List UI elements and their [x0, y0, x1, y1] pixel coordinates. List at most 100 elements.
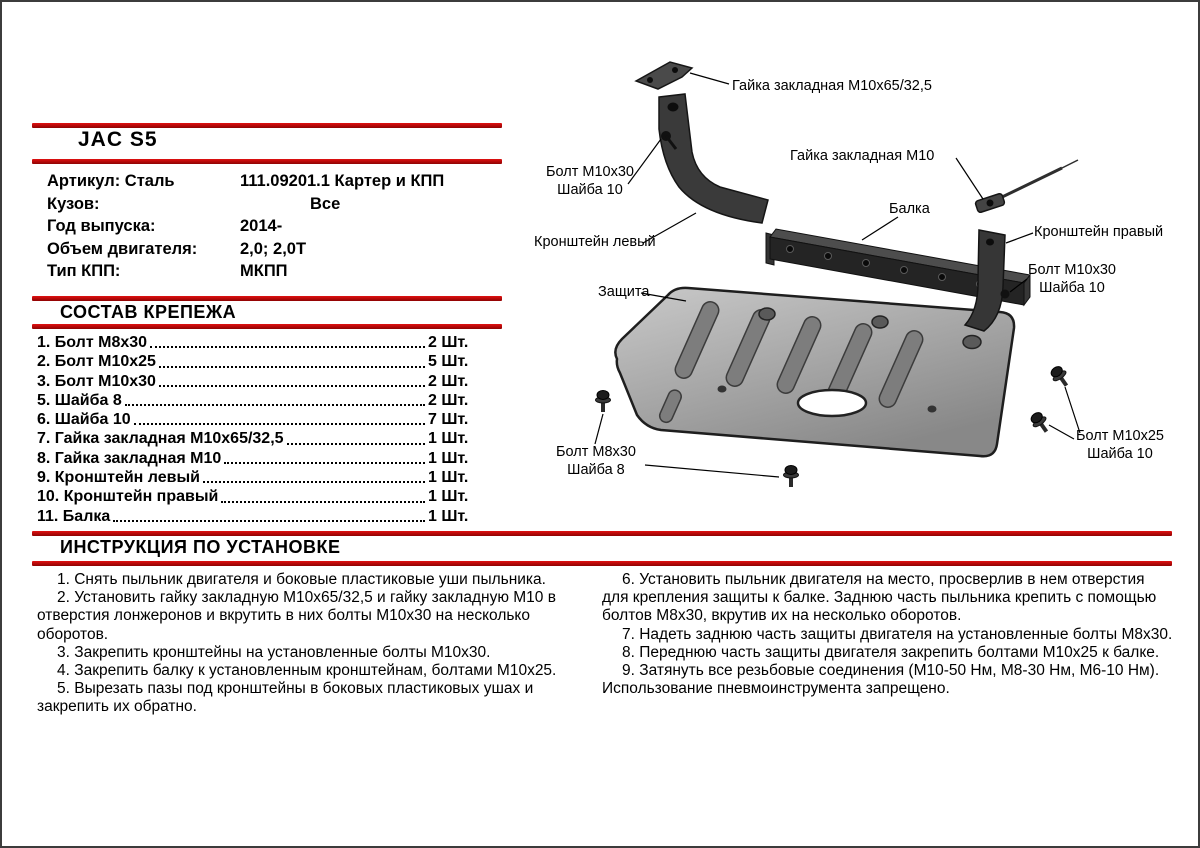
instruction-step: 4. Закрепить балку к установленным кронш…: [57, 662, 557, 680]
vehicle-specs: Артикул: Сталь 111.09201.1 Картер и КПП …: [47, 170, 502, 283]
spec-row: Тип КПП: МКПП: [47, 260, 502, 283]
dotted-leader: [202, 481, 425, 484]
part-qty: 2 Шт.: [428, 372, 469, 390]
callout-bolt-m10x30-right: Болт М10х30 Шайба 10: [1028, 262, 1116, 297]
part-name: 5. Шайба 8: [37, 391, 122, 409]
spec-value: 2,0; 2,0Т: [240, 239, 307, 258]
parts-list-row: 11. Балка 1 Шт.: [37, 507, 480, 526]
hardware-section-title: СОСТАВ КРЕПЕЖА: [60, 302, 237, 322]
install-top-bar: [32, 531, 1172, 536]
instruction-step: 5. Вырезать пазы под кронштейны в боковы…: [37, 680, 534, 716]
part-name: 8. Гайка закладная М10: [37, 449, 222, 467]
callout-bolt-m10x30-left: Болт М10х30 Шайба 10: [546, 164, 634, 199]
parts-list-row: 2. Болт М10х25 5 Шт.: [37, 352, 480, 371]
exploded-view-diagram: Гайка закладная М10х65/32,5 Гайка заклад…: [532, 37, 1198, 532]
dotted-leader: [221, 500, 425, 503]
spec-label: Тип КПП:: [47, 262, 121, 280]
parts-list-row: 5. Шайба 8 2 Шт.: [37, 391, 480, 410]
page-title: JAC S5: [78, 128, 158, 151]
instruction-step: 3. Закрепить кронштейны на установленные…: [57, 643, 491, 661]
part-name: 3. Болт М10х30: [37, 372, 156, 390]
instructions-right-column: 6. Установить пыльник двигателя на место…: [602, 571, 1174, 698]
spec-value: МКПП: [240, 262, 288, 280]
part-name: 11. Балка: [37, 507, 111, 525]
part-qty: 1 Шт.: [428, 469, 469, 487]
part-qty: 1 Шт.: [428, 449, 469, 467]
part-name: 1. Болт М8х30: [37, 334, 148, 351]
dotted-leader: [133, 423, 425, 426]
part-name: 9. Кронштейн левый: [37, 469, 200, 487]
part-qty: 7 Шт.: [428, 411, 469, 429]
bolt-m8x30-icon: [783, 465, 799, 488]
bracket-left-graphic: [658, 93, 769, 224]
dotted-leader: [113, 519, 425, 522]
parts-list-row: 10. Кронштейн правый 1 Шт.: [37, 487, 480, 506]
bolt-m10x25-icon: [1047, 363, 1074, 391]
spec-row: Объем двигателя: 2,0; 2,0Т: [47, 238, 502, 261]
spec-label: Артикул: Сталь: [47, 172, 175, 190]
shield-graphic: [614, 286, 1016, 458]
install-section-title: ИНСТРУКЦИЯ ПО УСТАНОВКЕ: [60, 537, 341, 557]
hardware-top-bar: [32, 296, 502, 301]
bolt-m10x25-icon: [1027, 409, 1054, 437]
install-bottom-bar: [32, 561, 1172, 566]
parts-list-row: 7. Гайка закладная М10х65/32,5 1 Шт.: [37, 429, 480, 448]
bolt-m8x30-icon: [595, 390, 611, 413]
callout-bracket-right: Кронштейн правый: [1034, 224, 1164, 240]
title-top-bar: [32, 123, 502, 128]
spec-label: Год выпуска:: [47, 217, 156, 235]
part-qty: 1 Шт.: [428, 488, 469, 506]
instruction-step: 8. Переднюю часть защиты двигателя закре…: [622, 643, 1160, 661]
spec-row: Год выпуска: 2014-: [47, 215, 502, 238]
sliding-nut-m10x65-graphic: [634, 61, 694, 90]
bracket-right-graphic: [963, 229, 1010, 332]
part-name: 2. Болт М10х25: [37, 353, 156, 371]
instructions-left-column: 1. Снять пыльник двигателя и боковые пла…: [37, 571, 590, 717]
parts-list-row: 9. Кронштейн левый 1 Шт.: [37, 468, 480, 487]
callout-bolt-m8x30: Болт М8х30 Шайба 8: [556, 444, 636, 479]
part-qty: 5 Шт.: [428, 353, 469, 371]
instruction-step: 1. Снять пыльник двигателя и боковые пла…: [57, 571, 546, 588]
leader-lines: [594, 72, 1081, 478]
spec-label: Объем двигателя:: [47, 239, 198, 258]
hardware-bottom-bar: [32, 324, 502, 329]
parts-list-row: 6. Шайба 10 7 Шт.: [37, 410, 480, 429]
dotted-leader: [150, 346, 425, 349]
beam-graphic: [765, 228, 1031, 307]
instruction-step: 7. Надеть заднюю часть защиты двигателя …: [622, 625, 1173, 643]
parts-list-row: 3. Болт М10х30 2 Шт.: [37, 372, 480, 391]
instruction-step: 6. Установить пыльник двигателя на место…: [602, 571, 1157, 625]
spec-value: 111.09201.1 Картер и КПП: [240, 172, 445, 190]
spec-value: 2014-: [240, 217, 283, 235]
dotted-leader: [224, 462, 425, 465]
spec-value: Все: [310, 194, 341, 213]
bolt-m10x30-right-icon: [1000, 289, 1010, 299]
dotted-leader: [158, 365, 425, 368]
spec-row: Артикул: Сталь 111.09201.1 Картер и КПП: [47, 170, 502, 193]
part-qty: 1 Шт.: [428, 430, 469, 448]
instruction-step: 2. Установить гайку закладную М10х65/32,…: [37, 589, 556, 643]
parts-list-row: 8. Гайка закладная М10 1 Шт.: [37, 449, 480, 468]
callout-sliding-nut-m10: Гайка закладная М10: [790, 148, 935, 164]
spec-label: Кузов:: [47, 194, 100, 213]
part-qty: 2 Шт.: [428, 391, 469, 409]
diagram-art: [594, 61, 1081, 488]
callout-bracket-left: Кронштейн левый: [534, 234, 656, 250]
callout-beam: Балка: [889, 201, 930, 217]
callout-bolt-m10x25: Болт М10х25 Шайба 10: [1076, 428, 1164, 463]
part-name: 6. Шайба 10: [37, 411, 131, 429]
dotted-leader: [124, 404, 425, 407]
spec-row: Кузов: Все: [47, 193, 502, 216]
part-qty: 1 Шт.: [428, 507, 469, 525]
sliding-nut-m10-graphic: [974, 159, 1079, 214]
callout-shield: Защита: [598, 284, 650, 300]
part-name: 10. Кронштейн правый: [37, 488, 219, 506]
shield-cutout: [796, 388, 868, 418]
part-name: 7. Гайка закладная М10х65/32,5: [37, 430, 284, 448]
callout-sliding-nut-m10x65: Гайка закладная М10х65/32,5: [732, 78, 932, 94]
dotted-leader: [158, 384, 425, 387]
instruction-step: 9. Затянуть все резьбовые соединения (М1…: [602, 662, 1160, 698]
